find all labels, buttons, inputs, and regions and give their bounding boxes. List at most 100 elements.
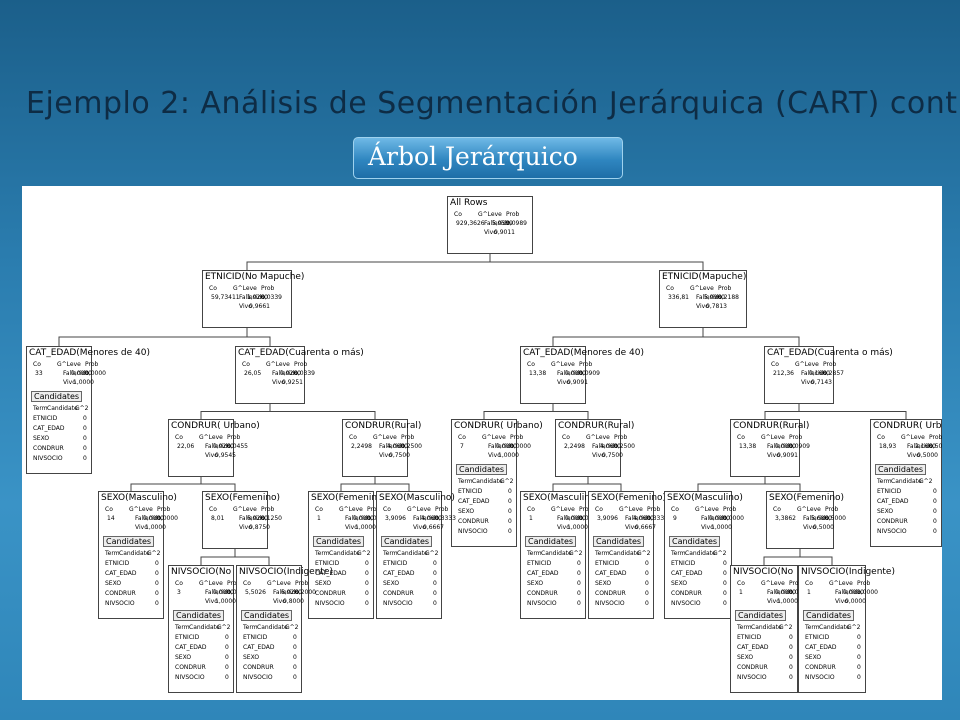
cand-term: SEXO: [383, 580, 400, 587]
tree-edge: [552, 477, 589, 491]
node-title: CAT_EDAD(Menores de 40): [29, 348, 150, 358]
col-prob-label: Prob: [85, 361, 99, 368]
node-vivo-prob: 0,7500: [389, 452, 410, 459]
node-g2: 4,0600: [421, 515, 442, 522]
tree-edge: [552, 404, 589, 419]
tree-edge: [200, 549, 236, 565]
tree-edge: [130, 477, 202, 491]
node-count: 1: [807, 589, 811, 596]
node-count: 59,73411: [211, 294, 240, 301]
node-count: 336,81: [668, 294, 689, 301]
candidates-button[interactable]: Candidates: [525, 536, 577, 547]
node-vivo-prob: 0,9091: [567, 379, 588, 386]
node-count: 18,93: [879, 443, 897, 450]
candidates-button[interactable]: Candidates: [31, 391, 83, 402]
cand-term: ETNICID: [527, 560, 552, 567]
cand-header-term: Term: [175, 624, 190, 631]
col-g2-label: G^Leve: [199, 580, 223, 587]
fallecido-label: Fallecido: [907, 443, 934, 450]
node-vivo-prob: 0,9545: [215, 452, 236, 459]
candidates-button[interactable]: Candidates: [875, 464, 927, 475]
col-prob-label: Prob: [401, 434, 415, 441]
cand-value: 0: [933, 508, 937, 515]
node-vivo-prob: 0,5000: [813, 524, 834, 531]
candidates-button[interactable]: Candidates: [173, 610, 225, 621]
fallecido-label: Fallecido: [767, 443, 794, 450]
tree-edge: [200, 477, 236, 491]
cand-value: 0: [723, 580, 727, 587]
cand-value: 0: [365, 590, 369, 597]
cand-value: 0: [508, 528, 512, 535]
vivo-label: Vivo: [205, 452, 218, 459]
node-vivo-prob: 0,7500: [602, 452, 623, 459]
node-count: 13,38: [529, 370, 547, 377]
cand-value: 0: [723, 560, 727, 567]
candidates-button[interactable]: Candidates: [803, 610, 855, 621]
col-prob-label: Prob: [506, 211, 520, 218]
node-g2: 0,0000: [143, 515, 164, 522]
cand-term: ETNICID: [671, 560, 696, 567]
vivo-label: Vivo: [239, 303, 252, 310]
node-g2: 0,0000: [775, 443, 796, 450]
cand-header-candidate: Candidate: [397, 550, 428, 557]
candidates-button[interactable]: Candidates: [735, 610, 787, 621]
col-prob-label: Prob: [367, 506, 381, 513]
cand-term: CONDRUR: [33, 445, 64, 452]
node-title: ETNICID(No Mapuche): [205, 272, 305, 282]
cand-value: 0: [723, 600, 727, 607]
slide-title: Ejemplo 2: Análisis de Segmentación Jerá…: [26, 86, 960, 121]
node-count: 3,3862: [775, 515, 796, 522]
cand-header-candidate: Candidate: [891, 478, 922, 485]
cand-term: NIVSOCIO: [595, 600, 625, 607]
col-g2-label: G^Leve: [57, 361, 81, 368]
vivo-label: Vivo: [413, 524, 426, 531]
node-count: 5,5026: [245, 589, 266, 596]
cand-header-g2: G^2: [217, 624, 231, 631]
candidates-button[interactable]: Candidates: [456, 464, 508, 475]
cand-term: CONDRUR: [243, 664, 274, 671]
vivo-label: Vivo: [205, 598, 218, 605]
cand-value: 0: [789, 674, 793, 681]
cand-term: SEXO: [33, 435, 50, 442]
candidates-button[interactable]: Candidates: [381, 536, 433, 547]
candidates-button[interactable]: Candidates: [103, 536, 155, 547]
node-g2: 0,0000: [496, 443, 517, 450]
cand-value: 0: [577, 590, 581, 597]
cand-header-candidate: Candidate: [609, 550, 640, 557]
candidates-button[interactable]: Candidates: [241, 610, 293, 621]
col-g2-label: G^Leve: [795, 361, 819, 368]
tree-edges: [58, 254, 907, 565]
tree-node[interactable]: NIVSOCIO(NoCoG^LeveProb1Fallecido0,00000…: [730, 565, 810, 693]
col-count-label: Co: [209, 285, 217, 292]
candidates-button[interactable]: Candidates: [669, 536, 721, 547]
node-title: CONDRUR(Rural): [345, 421, 422, 431]
tree-node[interactable]: NIVSOCIO(NoCoG^LeveProb3Fallecido0,00000…: [168, 565, 248, 693]
tree-edge: [340, 477, 376, 491]
candidates-button[interactable]: Candidates: [593, 536, 645, 547]
cand-header-candidate: Candidate: [257, 624, 288, 631]
candidates-button[interactable]: Candidates: [313, 536, 365, 547]
tree-node[interactable]: CONDRUR( Urbano)CoG^LeveProb18,93Falleci…: [870, 419, 942, 547]
